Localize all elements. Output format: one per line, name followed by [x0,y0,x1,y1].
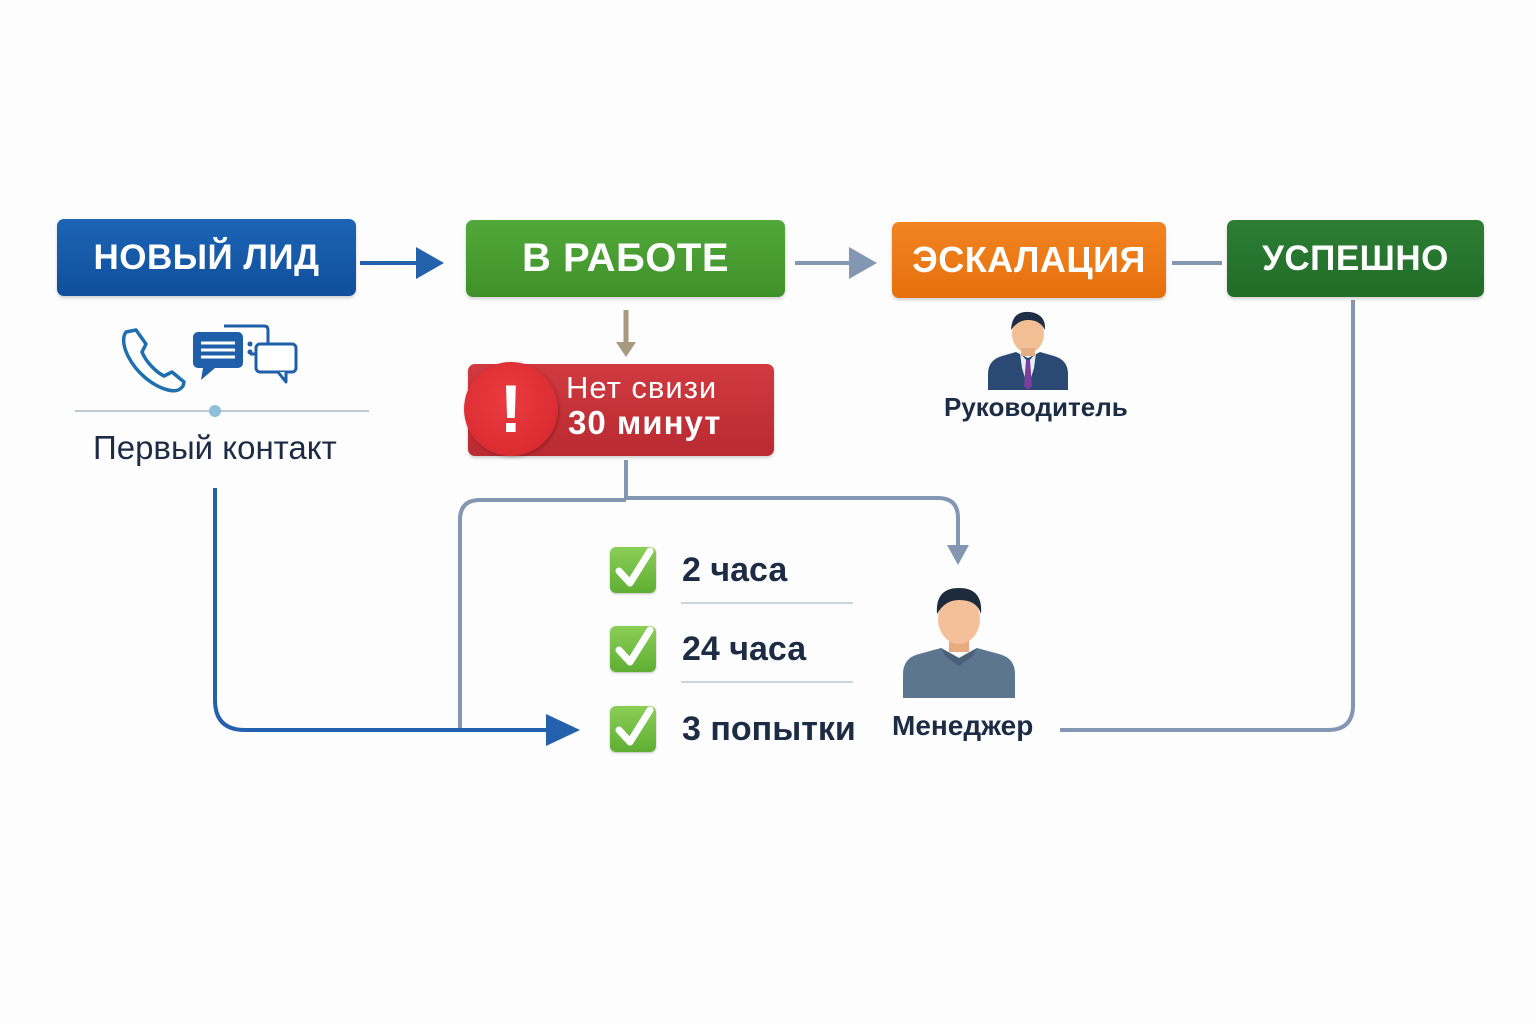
stage-in-progress: В РАБОТЕ [466,220,785,297]
line-success-to-manager [1060,300,1355,732]
line-loop-left [458,498,626,728]
alert-title: Нет свизи [566,370,718,405]
checkbox-icon [610,626,656,672]
checkbox-icon [610,706,656,752]
exclamation-icon: ! [464,362,558,456]
alert-duration: 30 минут [568,404,722,441]
checklist-item-label: 24 часа [682,630,807,668]
checklist-item: 3 попытки [610,706,870,756]
stage-escalation: ЭСКАЛАЦИЯ [892,222,1166,298]
checklist-item-label: 3 попытки [682,710,856,748]
supervisor-label: Руководитель [944,392,1128,422]
divider-dot [209,405,221,417]
manager-label: Менеджер [892,710,1034,741]
first-contact-label: Первый контакт [93,429,337,466]
checklist-item-label: 2 часа [682,551,788,589]
manager-avatar-icon [903,588,1015,698]
checklist-item: 2 часа [610,547,870,597]
checklist-item: 24 часа [610,626,870,676]
arrow-first-contact-to-checklist [213,488,550,732]
stage-new-lead: НОВЫЙ ЛИД [57,219,356,296]
line-alert-to-manager [624,460,960,548]
supervisor-avatar-icon [988,311,1068,390]
chat-icon [193,332,243,380]
phone-icon [121,328,186,393]
checkbox-icon [610,547,656,593]
chat-bubbles-icon [224,324,298,384]
stage-success: УСПЕШНО [1227,220,1484,297]
